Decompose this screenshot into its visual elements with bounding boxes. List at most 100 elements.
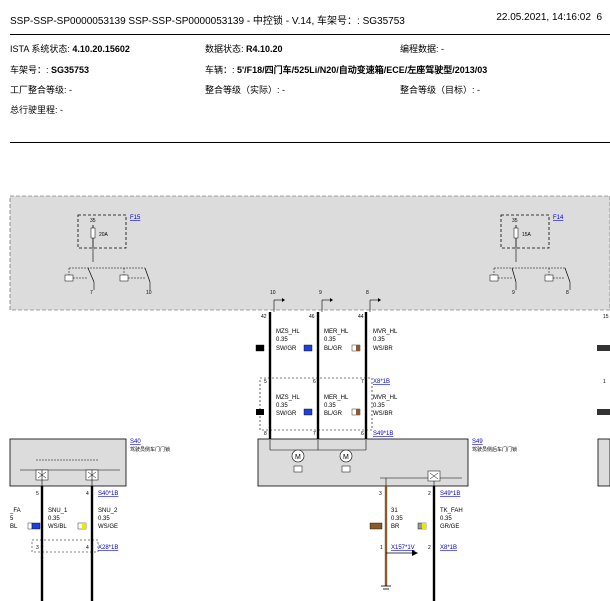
header-rule xyxy=(10,34,610,35)
connector-x28-link[interactable]: X28*1B xyxy=(98,545,118,551)
bus-outputs: 10 9 8 xyxy=(270,290,381,312)
programming-data: 编程数据: - xyxy=(400,44,444,54)
relay-right-2: 8 xyxy=(544,267,571,296)
svg-text:3: 3 xyxy=(36,545,39,551)
connector-x8-link[interactable]: X8*1B xyxy=(373,379,390,385)
color-swatches-bottom xyxy=(27,522,427,530)
meta-rule xyxy=(10,142,610,143)
fuse-f14-link[interactable]: F14 xyxy=(553,215,564,221)
svg-text:SNU_2: SNU_2 xyxy=(98,508,118,514)
wire-labels-top: MZS_HL 0.35 SW/GR MER_HL 0.35 BL/GR MVR_… xyxy=(276,329,398,352)
vin: 车架号：: SG35753 xyxy=(10,65,90,75)
relay-left-1: 7 xyxy=(64,267,95,296)
connector-s49-link-top[interactable]: S49*1B xyxy=(373,431,393,437)
relay-left-2: 10 xyxy=(119,267,152,296)
arrow-icon xyxy=(412,550,418,556)
svg-text:31: 31 xyxy=(391,508,398,514)
svg-text:MVR_HL: MVR_HL xyxy=(373,329,398,335)
svg-text:2: 2 xyxy=(428,491,431,497)
wire-harness-bottom xyxy=(40,486,436,601)
svg-text:0.35: 0.35 xyxy=(324,403,336,409)
svg-text:SW/GR: SW/GR xyxy=(276,411,297,417)
svg-text:0.35: 0.35 xyxy=(98,516,110,522)
integration-level-target: 整合等级（目标）: - xyxy=(400,85,480,95)
svg-text:BR: BR xyxy=(391,524,400,530)
module-s40-link[interactable]: S40 xyxy=(130,439,141,445)
svg-text:7: 7 xyxy=(313,431,316,437)
svg-text:15: 15 xyxy=(603,314,609,320)
document-title: SSP-SSP-SP0000053139 SSP-SSP-SP000005313… xyxy=(10,16,405,27)
svg-text:10: 10 xyxy=(270,290,276,296)
svg-text:TK_FAH: TK_FAH xyxy=(440,508,463,514)
svg-text:驾驶员侧车门门锁: 驾驶员侧车门门锁 xyxy=(130,446,170,453)
svg-text:1: 1 xyxy=(380,545,383,551)
fuse-f15-link[interactable]: F15 xyxy=(130,215,141,221)
connector-x8 xyxy=(259,377,373,431)
svg-text:驾驶员侧后车门门锁: 驾驶员侧后车门门锁 xyxy=(472,446,517,453)
wire-harness-vertical xyxy=(268,312,368,440)
data-status: 数据状态: R4.10.20 xyxy=(205,44,283,54)
svg-text:0.35: 0.35 xyxy=(440,516,452,522)
fuse-f15: 35 20A F15 xyxy=(77,214,141,262)
module-s40: S40 驾驶员侧车门门锁 xyxy=(9,438,170,487)
svg-text:5: 5 xyxy=(36,491,39,497)
ista-status: ISTA 系统状态: 4.10.20.15602 xyxy=(10,44,130,54)
connector-s40-link[interactable]: S40*1B xyxy=(98,491,118,497)
svg-text:MVR_HL: MVR_HL xyxy=(373,395,398,401)
connector-x157-link[interactable]: X157*1V xyxy=(391,545,415,551)
svg-text:0.35: 0.35 xyxy=(48,516,60,522)
svg-text:0.35: 0.35 xyxy=(324,337,336,343)
svg-text:46: 46 xyxy=(309,314,315,320)
svg-text:BL/GR: BL/GR xyxy=(324,411,343,417)
connector-s49-link-bottom[interactable]: S49*1B xyxy=(440,491,460,497)
svg-text:0.35: 0.35 xyxy=(373,337,385,343)
svg-text:_FA: _FA xyxy=(9,508,21,514)
module-s49-link[interactable]: S49 xyxy=(472,439,483,445)
svg-text:0.35: 0.35 xyxy=(276,403,288,409)
svg-text:9: 9 xyxy=(319,290,322,296)
svg-text:8: 8 xyxy=(566,290,569,296)
svg-text:4: 4 xyxy=(86,545,89,551)
svg-text:5: 5 xyxy=(10,516,14,522)
color-swatches-mid xyxy=(256,408,610,416)
svg-text:MER_HL: MER_HL xyxy=(324,395,349,401)
svg-text:7: 7 xyxy=(90,290,93,296)
svg-text:M: M xyxy=(295,454,301,461)
svg-text:3: 3 xyxy=(379,491,382,497)
svg-text:WS/GE: WS/GE xyxy=(98,524,118,530)
svg-text:5: 5 xyxy=(264,379,267,385)
svg-text:MZS_HL: MZS_HL xyxy=(276,395,300,401)
svg-text:4: 4 xyxy=(86,491,89,497)
ground-icon xyxy=(381,585,391,590)
svg-text:2: 2 xyxy=(428,545,431,551)
module-s49: S49 驾驶员侧后车门门锁 M M xyxy=(257,438,517,487)
svg-text:MER_HL: MER_HL xyxy=(324,329,349,335)
vehicle: 车辆：: 5'/F18/四门车/525Li/N20/自动变速箱/ECE/左座驾驶… xyxy=(205,65,488,75)
wire-labels-bottom: _FA 5 BL SNU_1 0.35 WS/BL SNU_2 0.35 WS/… xyxy=(9,508,463,530)
svg-text:1: 1 xyxy=(603,379,606,385)
svg-text:WS/BR: WS/BR xyxy=(373,411,393,417)
svg-text:WS/BR: WS/BR xyxy=(373,346,393,352)
total-mileage: 总行驶里程: - xyxy=(10,105,63,115)
svg-text:7: 7 xyxy=(361,379,364,385)
svg-text:SW/GR: SW/GR xyxy=(276,346,297,352)
page-number: 6 xyxy=(596,12,602,23)
svg-text:0.35: 0.35 xyxy=(373,403,385,409)
svg-text:M: M xyxy=(343,454,349,461)
svg-text:WS/BL: WS/BL xyxy=(48,524,67,530)
integration-level-actual: 整合等级（实际）: - xyxy=(205,85,285,95)
print-datetime: 22.05.2021, 14:16:02 xyxy=(496,12,591,23)
header-right: 22.05.2021, 14:16:02 6 xyxy=(496,12,602,23)
svg-text:10: 10 xyxy=(146,290,152,296)
svg-text:GR/GE: GR/GE xyxy=(440,524,459,530)
svg-text:SNU_1: SNU_1 xyxy=(48,508,68,514)
svg-text:BL: BL xyxy=(10,524,18,530)
svg-text:8: 8 xyxy=(264,431,267,437)
wire-labels-mid: MZS_HL 0.35 SW/GR MER_HL 0.35 BL/GR MVR_… xyxy=(276,395,398,417)
module-right-edge xyxy=(597,438,610,487)
connector-x8-bottom-link[interactable]: X8*1B xyxy=(440,545,457,551)
relay-right-1: 9 xyxy=(489,267,517,296)
svg-text:8: 8 xyxy=(366,290,369,296)
svg-text:6: 6 xyxy=(313,379,316,385)
